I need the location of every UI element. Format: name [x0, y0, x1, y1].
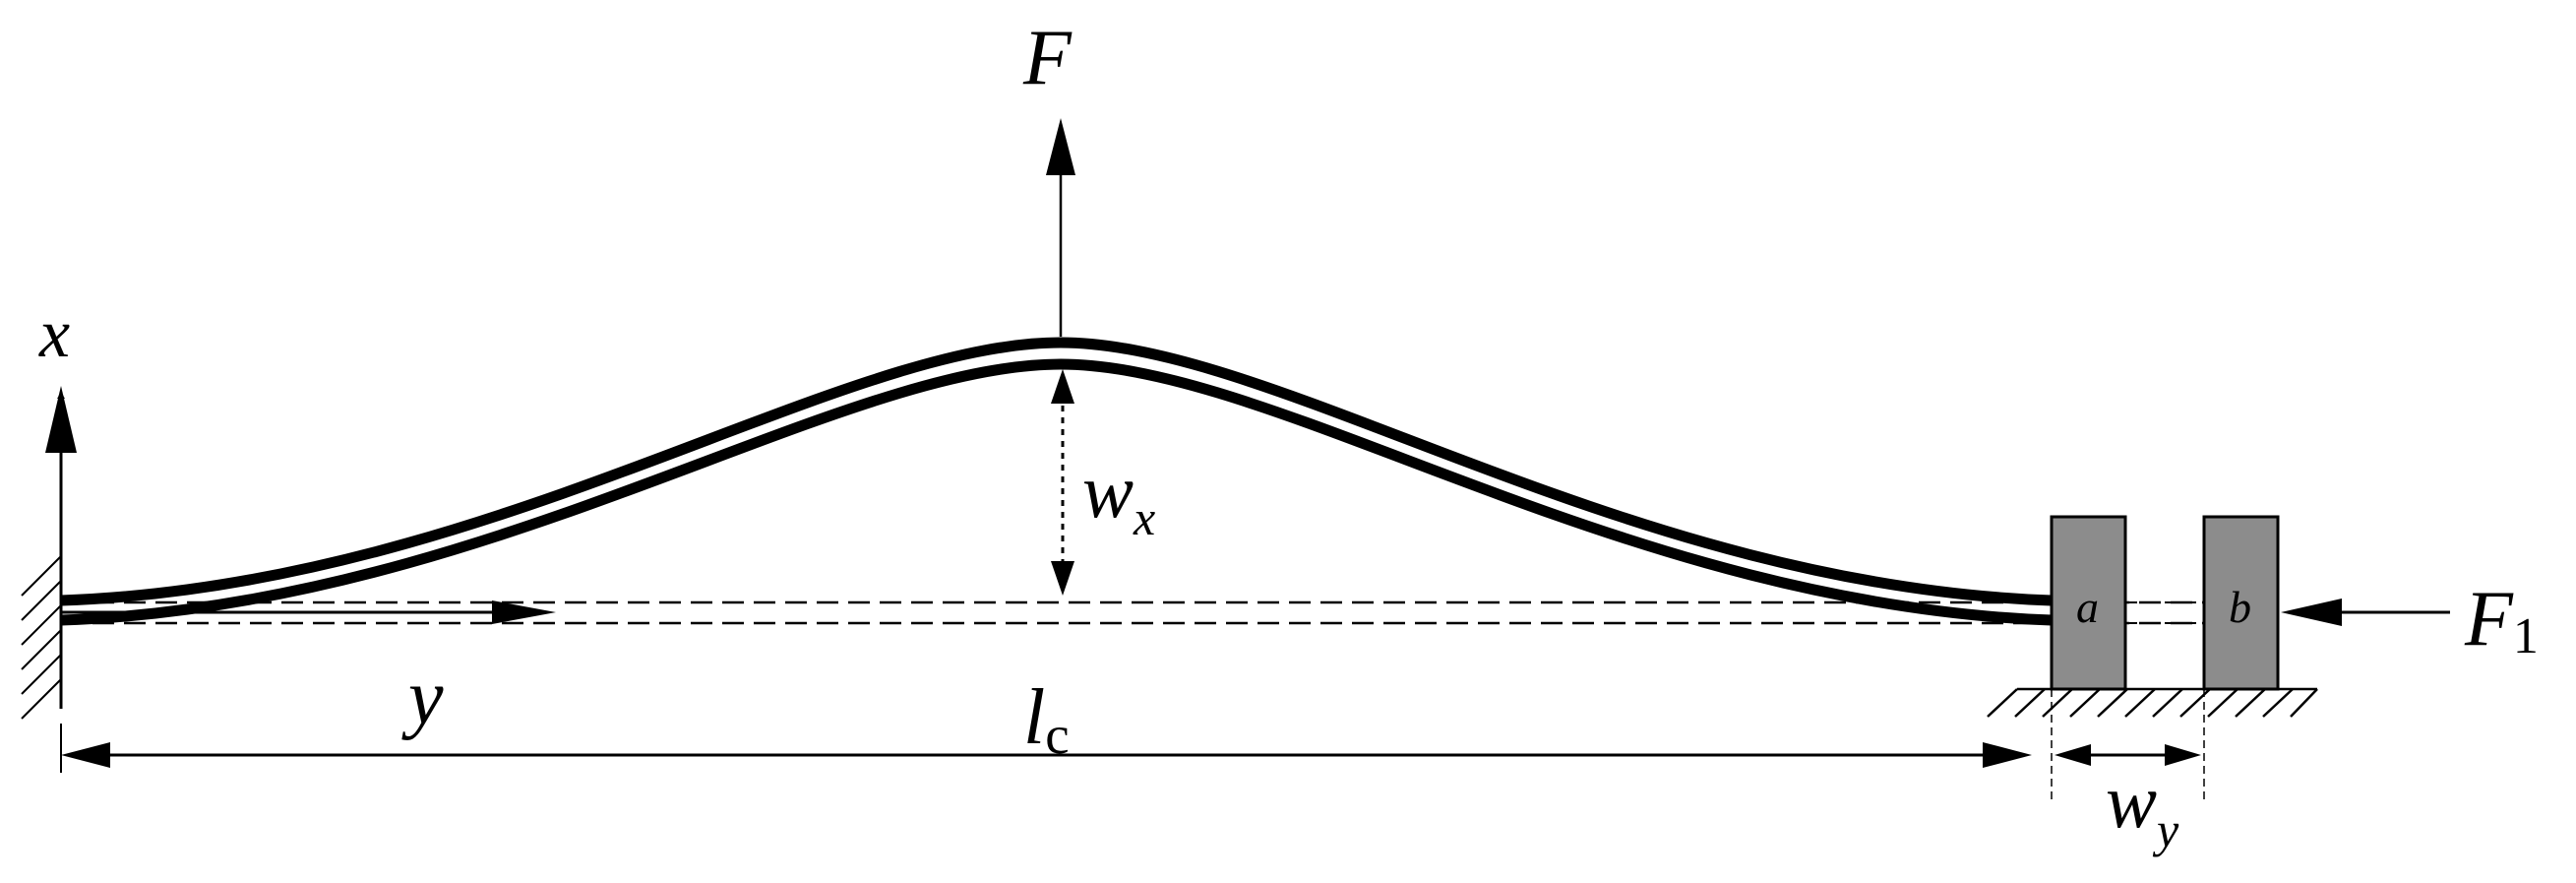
block-b-label: b: [2229, 582, 2251, 632]
gap-wy-subscript: y: [2152, 802, 2179, 857]
force-F1-label: F1: [2464, 576, 2539, 664]
block-gap-dashed: [2125, 601, 2204, 624]
length-lc-arrowhead-right: [1983, 742, 2032, 768]
x-axis-label: x: [38, 296, 70, 372]
block-a: [2050, 515, 2127, 691]
length-lc-subscript: c: [1045, 705, 1069, 765]
ground-support: [1987, 687, 2318, 718]
x-axis-arrowhead: [45, 386, 77, 453]
gap-wy-label: wy: [2106, 758, 2179, 857]
force-F1-subscript: 1: [2513, 608, 2539, 664]
buckled-beam: [60, 337, 2053, 626]
block-b: [2202, 515, 2280, 691]
fixed-wall-left: [21, 555, 63, 720]
force-F-label: F: [1022, 15, 1073, 101]
deflection-wx-arrowhead-top: [1051, 369, 1074, 404]
length-lc-label: lc: [1023, 674, 1070, 765]
block-a-label: a: [2076, 582, 2099, 632]
straight-beam-dashed: [61, 600, 2204, 625]
y-axis-arrowhead: [492, 600, 556, 624]
gap-wy-extension-lines: [2051, 689, 2205, 802]
gap-wy-arrowhead-left: [2055, 744, 2091, 766]
deflection-wx-arrowhead-bottom: [1051, 561, 1074, 596]
deflection-wx-subscript: x: [1133, 490, 1155, 545]
deflection-wx-label: wx: [1082, 448, 1155, 545]
y-axis-label: y: [401, 655, 444, 741]
force-F-arrowhead: [1046, 118, 1075, 175]
length-lc-arrowhead-left: [61, 742, 110, 768]
gap-wy-arrowhead-right: [2165, 744, 2201, 766]
force-F1-arrowhead: [2281, 599, 2342, 626]
